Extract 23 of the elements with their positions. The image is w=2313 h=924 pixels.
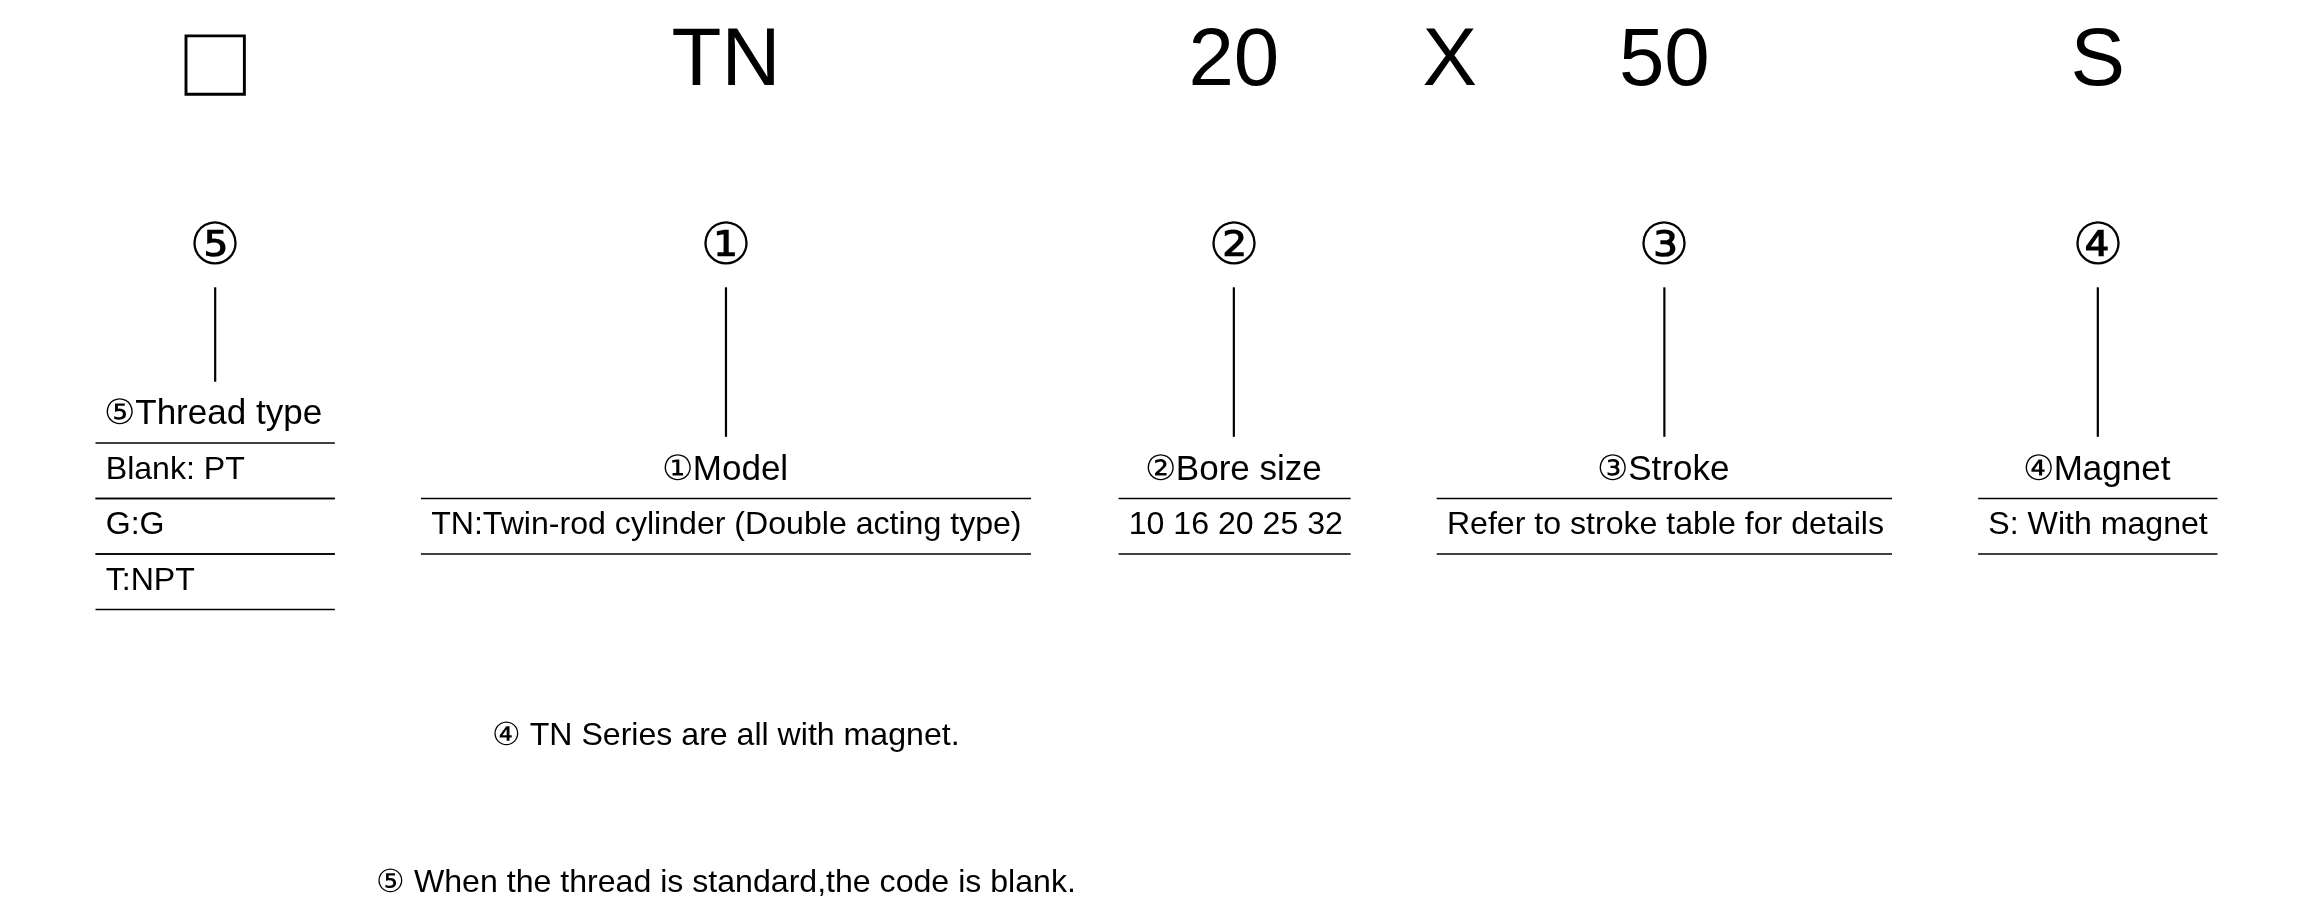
connector [2096,287,2099,437]
node-text: ②Bore size 10 16 20 25 32 [1128,447,1343,542]
node-text: ③ [1638,210,1691,276]
label: TN [671,11,781,103]
connector [1663,287,1666,437]
node-box [184,34,246,96]
node-text: ③Stroke Refer to stroke table for details [1446,447,1884,542]
connector [214,287,217,382]
label: S [2070,11,2126,103]
node-text: ② [1207,210,1260,276]
label: X [1422,11,1478,103]
label: 20 [1188,11,1280,103]
label: ⑤ When the thread is standard,the code is blank. [376,862,1076,899]
label: ④ TN Series are all with magnet. [492,715,960,752]
node-text: ①Model TN:Twin-rod cylinder (Double acting type) [431,447,1022,542]
node-text: ⑤Thread type Blank: PT G:G T:NPT [104,392,323,597]
label: 50 [1618,11,1710,103]
connector [1232,287,1235,437]
node-text: ④ [2071,210,2124,276]
node-text: ⑤ [189,210,242,276]
node-text: ① [699,210,752,276]
node-text: ④Magnet S: With magnet [1988,447,2208,542]
connector [724,287,728,437]
